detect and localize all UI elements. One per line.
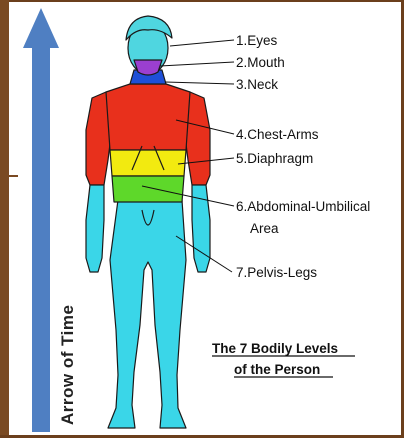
- caption-line-1: The 7 Bodily Levels: [212, 341, 338, 356]
- label-eyes: 1.Eyes: [236, 33, 278, 48]
- arrow-shaft: [32, 46, 50, 432]
- label-pelvis-legs: 7.Pelvis-Legs: [236, 265, 317, 280]
- leader-eyes: [170, 40, 234, 46]
- label-chest-arms: 4.Chest-Arms: [236, 127, 319, 142]
- label-area: Area: [250, 221, 279, 236]
- left-arm-lower: [86, 185, 104, 272]
- caption: The 7 Bodily Levels of the Person: [212, 341, 355, 377]
- arrow-of-time-label: Arrow of Time: [58, 305, 77, 425]
- label-abdominal-umbilical: 6.Abdominal-Umbilical: [236, 199, 370, 214]
- level-labels: 1.Eyes 2.Mouth 3.Neck 4.Chest-Arms 5.Dia…: [236, 33, 370, 280]
- leader-neck: [165, 82, 234, 84]
- label-neck: 3.Neck: [236, 77, 278, 92]
- label-diaphragm: 5.Diaphragm: [236, 151, 313, 166]
- arrow-head: [23, 8, 59, 48]
- mouth-region: [134, 60, 162, 75]
- right-arm-lower: [192, 185, 210, 272]
- arrow-of-time: Arrow of Time: [23, 8, 77, 432]
- leader-mouth: [160, 62, 234, 66]
- human-figure: [86, 16, 210, 428]
- chest: [106, 84, 190, 150]
- abdomen: [112, 176, 184, 202]
- caption-line-2: of the Person: [234, 362, 320, 377]
- diaphragm: [110, 150, 186, 176]
- label-mouth: 2.Mouth: [236, 55, 285, 70]
- legs: [108, 200, 186, 428]
